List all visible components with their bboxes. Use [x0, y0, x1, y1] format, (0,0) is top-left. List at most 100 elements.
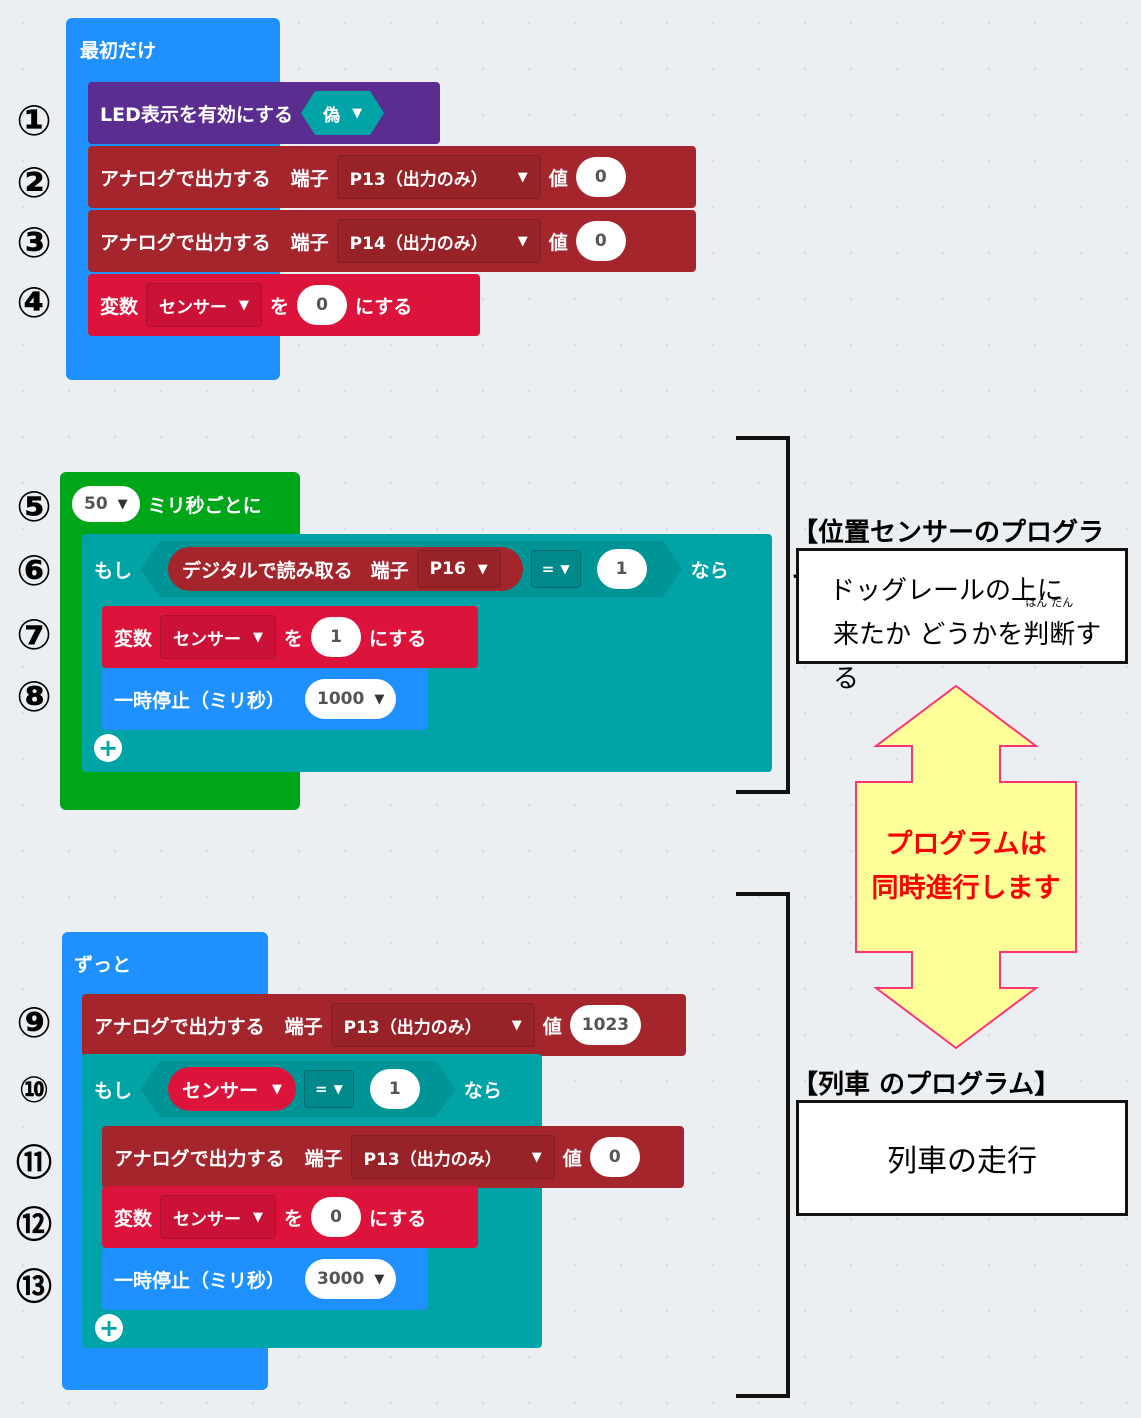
interval-dropdown[interactable]: 50 ▼	[72, 486, 140, 522]
chevron-down-icon: ▼	[374, 1271, 385, 1287]
value-input[interactable]: 0	[589, 1137, 640, 1177]
chevron-down-icon: ▼	[272, 1081, 283, 1097]
led-enable-value[interactable]: 偽▼	[301, 91, 384, 135]
train-program-bracket	[736, 892, 790, 1398]
pin-label: 端子	[290, 167, 329, 190]
chevron-down-icon: ▼	[352, 105, 363, 121]
chevron-down-icon: ▼	[560, 562, 570, 576]
compare-value-input[interactable]: 1	[597, 549, 647, 589]
value-input[interactable]: 0	[311, 1197, 362, 1237]
value-label: 値	[542, 1015, 562, 1038]
step-number-12: ⑫	[15, 1205, 52, 1246]
condition-compare[interactable]: センサー ▼ =▼ 1	[140, 1061, 456, 1117]
add-else-plus-icon[interactable]: +	[94, 734, 122, 762]
set-suffix-label: にする	[369, 627, 427, 650]
led-enable-block[interactable]: LED表示を有効にする 偽▼	[88, 82, 440, 144]
pin-dropdown-value: P13（出力のみ）	[349, 169, 488, 190]
double-arrow-icon	[855, 684, 1077, 1050]
set-variable-label: 変数	[114, 1207, 153, 1230]
set-variable-block[interactable]: 変数 センサー▼ を 0 にする	[102, 1186, 478, 1248]
pin-label: 端子	[304, 1147, 343, 1170]
variable-dropdown[interactable]: センサー▼	[160, 615, 277, 659]
compare-operator-dropdown[interactable]: =▼	[531, 550, 581, 588]
pin-dropdown[interactable]: P14（出力のみ） ▼	[336, 219, 541, 263]
if-header-position: もし デジタルで読み取る 端子 P16▼ =▼ 1 なら	[82, 538, 772, 600]
value-input[interactable]: 1	[311, 617, 362, 657]
chevron-down-icon: ▼	[239, 297, 250, 313]
step-number-9: ⑨	[16, 998, 52, 1047]
digital-read-block[interactable]: デジタルで読み取る 端子 P16▼	[168, 547, 523, 591]
position-desc-line2a: 来たか どうかを	[833, 620, 1024, 650]
set-variable-block[interactable]: 変数 センサー▼ を 0 にする	[88, 274, 480, 336]
condition-compare[interactable]: デジタルで読み取る 端子 P16▼ =▼ 1	[140, 541, 683, 597]
if-label: もし	[94, 1079, 133, 1102]
set-variable-label: 変数	[100, 295, 139, 318]
pin-dropdown[interactable]: P13（出力のみ）▼	[330, 1003, 535, 1047]
analog-write-block-4[interactable]: アナログで出力する 端子 P13（出力のみ） ▼ 値 0	[102, 1126, 684, 1188]
add-else-plus-icon[interactable]: +	[95, 1314, 123, 1342]
step-number-5: ⑤	[16, 482, 52, 531]
pause-dropdown[interactable]: 1000 ▼	[305, 679, 397, 719]
position-program-box: ドッグレールの上に 来たか どうかを判はん断だんする	[796, 548, 1128, 694]
pause-value: 1000	[317, 689, 365, 709]
step-number-10: ⑩	[18, 1070, 50, 1111]
pin-dropdown-value: P14（出力のみ）	[349, 233, 488, 254]
value-input[interactable]: 1023	[569, 1005, 642, 1045]
then-label: なら	[463, 1079, 502, 1102]
every-interval-header: 50▼ ミリ秒ごとに	[72, 484, 262, 524]
value-input[interactable]: 0	[297, 285, 348, 325]
value-input[interactable]: 0	[575, 221, 626, 261]
chevron-down-icon: ▼	[531, 1149, 542, 1165]
compare-operator-dropdown[interactable]: =▼	[304, 1070, 354, 1108]
pin-dropdown-value: P16	[429, 559, 466, 579]
pause-block[interactable]: 一時停止（ミリ秒） 1000▼	[102, 668, 428, 730]
arrow-text-2: 同時進行します	[871, 873, 1061, 904]
pin-dropdown[interactable]: P13（出力のみ） ▼	[350, 1135, 555, 1179]
analog-write-label: アナログで出力する	[94, 1015, 265, 1038]
forever-header: ずっと	[74, 954, 132, 976]
chevron-down-icon: ▼	[117, 496, 128, 512]
kanji-dan: 断	[1049, 620, 1076, 650]
variable-dropdown-value: センサー	[173, 629, 242, 650]
analog-write-label: アナログで出力する	[114, 1147, 285, 1170]
analog-write-block-2[interactable]: アナログで出力する 端子 P14（出力のみ）▼ 値 0	[88, 210, 696, 272]
led-enable-label: LED表示を有効にする	[100, 103, 294, 126]
pin-label: 端子	[284, 1015, 323, 1038]
ruby-dan: 断だん	[1049, 597, 1076, 657]
set-suffix-label: にする	[355, 295, 413, 318]
arrow-text-1: プログラムは	[885, 829, 1047, 860]
step-number-4: ④	[16, 278, 52, 327]
pause-block[interactable]: 一時停止（ミリ秒） 3000▼	[102, 1248, 428, 1310]
step-number-3: ③	[16, 218, 52, 267]
pin-dropdown[interactable]: P16▼	[417, 550, 501, 588]
compare-value-input[interactable]: 1	[370, 1069, 420, 1109]
pin-dropdown-value: P13（出力のみ）	[363, 1149, 502, 1170]
chevron-down-icon: ▼	[333, 1082, 343, 1096]
analog-write-block-3[interactable]: アナログで出力する 端子 P13（出力のみ）▼ 値 1023	[82, 994, 686, 1056]
set-variable-block[interactable]: 変数 センサー▼ を 1 にする	[102, 606, 478, 668]
ruby-han: 判はん	[1023, 597, 1049, 657]
chevron-down-icon: ▼	[517, 233, 528, 249]
then-label: なら	[690, 559, 729, 582]
pin-dropdown[interactable]: P13（出力のみ） ▼	[336, 155, 541, 199]
step-number-1: ①	[16, 96, 52, 145]
value-input[interactable]: 0	[575, 157, 626, 197]
position-desc-line2: 来たか どうかを判はん断だんする	[829, 597, 1125, 701]
led-enable-value-text: 偽	[323, 105, 341, 126]
pause-dropdown[interactable]: 3000▼	[305, 1259, 397, 1299]
step-number-7: ⑦	[16, 610, 52, 659]
train-program-box: 列車の走行	[796, 1100, 1128, 1216]
analog-write-label: アナログで出力する	[100, 167, 271, 190]
variable-dropdown[interactable]: センサー▼	[146, 283, 263, 327]
variable-reporter[interactable]: センサー ▼	[168, 1067, 296, 1111]
variable-dropdown[interactable]: センサー▼	[160, 1195, 277, 1239]
chevron-down-icon: ▼	[374, 691, 385, 707]
chevron-down-icon: ▼	[253, 1209, 264, 1225]
value-label: 値	[562, 1147, 582, 1170]
analog-write-block-1[interactable]: アナログで出力する 端子 P13（出力のみ）▼ 値 0	[88, 146, 696, 208]
pause-label: 一時停止（ミリ秒）	[114, 1269, 286, 1292]
interval-value: 50	[84, 494, 108, 514]
step-number-8: ⑧	[16, 672, 52, 721]
if-header-train: もし センサー ▼ =▼ 1 なら	[82, 1058, 542, 1120]
chevron-down-icon: ▼	[517, 169, 528, 185]
